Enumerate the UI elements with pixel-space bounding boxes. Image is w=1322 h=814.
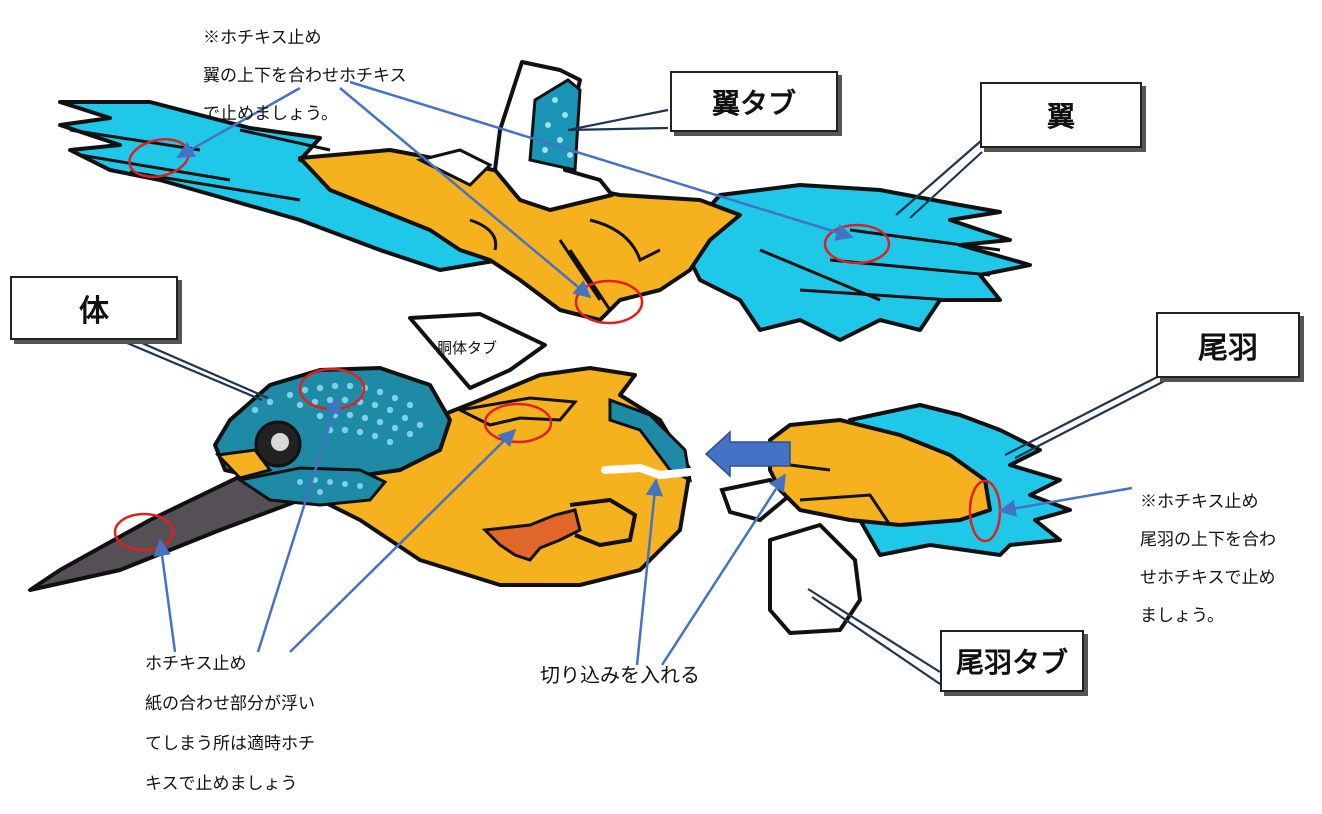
callout-lines: [119, 108, 1181, 685]
note-wing-staple-line2: 翼の上下を合わせホチキス: [203, 66, 407, 86]
note-body-staple-line2: 紙の合わせ部分が浮い: [145, 694, 315, 714]
tail-tab-shape: [768, 523, 862, 635]
note-body-staple-line3: てしまう所は適時ホチ: [145, 734, 315, 754]
label-tail: 尾羽: [1156, 312, 1300, 378]
staple-circle-back: [483, 402, 553, 444]
tail-piece: [719, 403, 1072, 635]
note-wing-staple: ※ホチキス止め 翼の上下を合わせホチキス で止めましょう。: [203, 10, 407, 143]
label-cut: 切り込みを入れる: [540, 663, 700, 687]
note-tail-staple-line2: 尾羽の上下を合わ: [1140, 530, 1276, 550]
torso-tab-shape: [408, 312, 547, 390]
note-tail-staple: ※ホチキス止め 尾羽の上下を合わ せホチキスで止め ましょう。: [1140, 474, 1276, 645]
body-piece: [28, 312, 694, 592]
beak: [28, 460, 302, 592]
note-tail-staple-line3: せホチキスで止め: [1140, 568, 1276, 588]
staple-circle-wing-center: [574, 279, 644, 325]
label-wing: 翼: [980, 82, 1142, 148]
label-body: 体: [10, 276, 178, 340]
note-tail-staple-line1: ※ホチキス止め: [1140, 492, 1259, 512]
label-tail-tab: 尾羽タブ: [940, 630, 1084, 692]
note-wing-staple-line1: ※ホチキス止め: [203, 28, 322, 48]
insert-direction-arrow: [704, 430, 791, 478]
label-torso-tab: 胴体タブ: [437, 339, 498, 357]
note-tail-staple-line4: ましょう。: [1140, 606, 1224, 626]
feet: [481, 508, 582, 562]
note-wing-staple-line3: で止めましょう。: [203, 104, 338, 124]
staple-circle-right-wing: [823, 223, 891, 265]
note-body-staple-line4: キスで止めましょう: [145, 774, 298, 794]
pointer-lines: [153, 80, 1133, 666]
label-wing-tab: 翼タブ: [670, 71, 838, 132]
kingfisher-craft-diagram: [28, 60, 1181, 685]
staple-circle-beak: [113, 512, 175, 552]
note-body-staple-line1: ホチキス止め: [145, 654, 247, 674]
note-body-staple: ホチキス止め 紙の合わせ部分が浮い てしまう所は適時ホチ キスで止めましょう: [145, 634, 315, 814]
